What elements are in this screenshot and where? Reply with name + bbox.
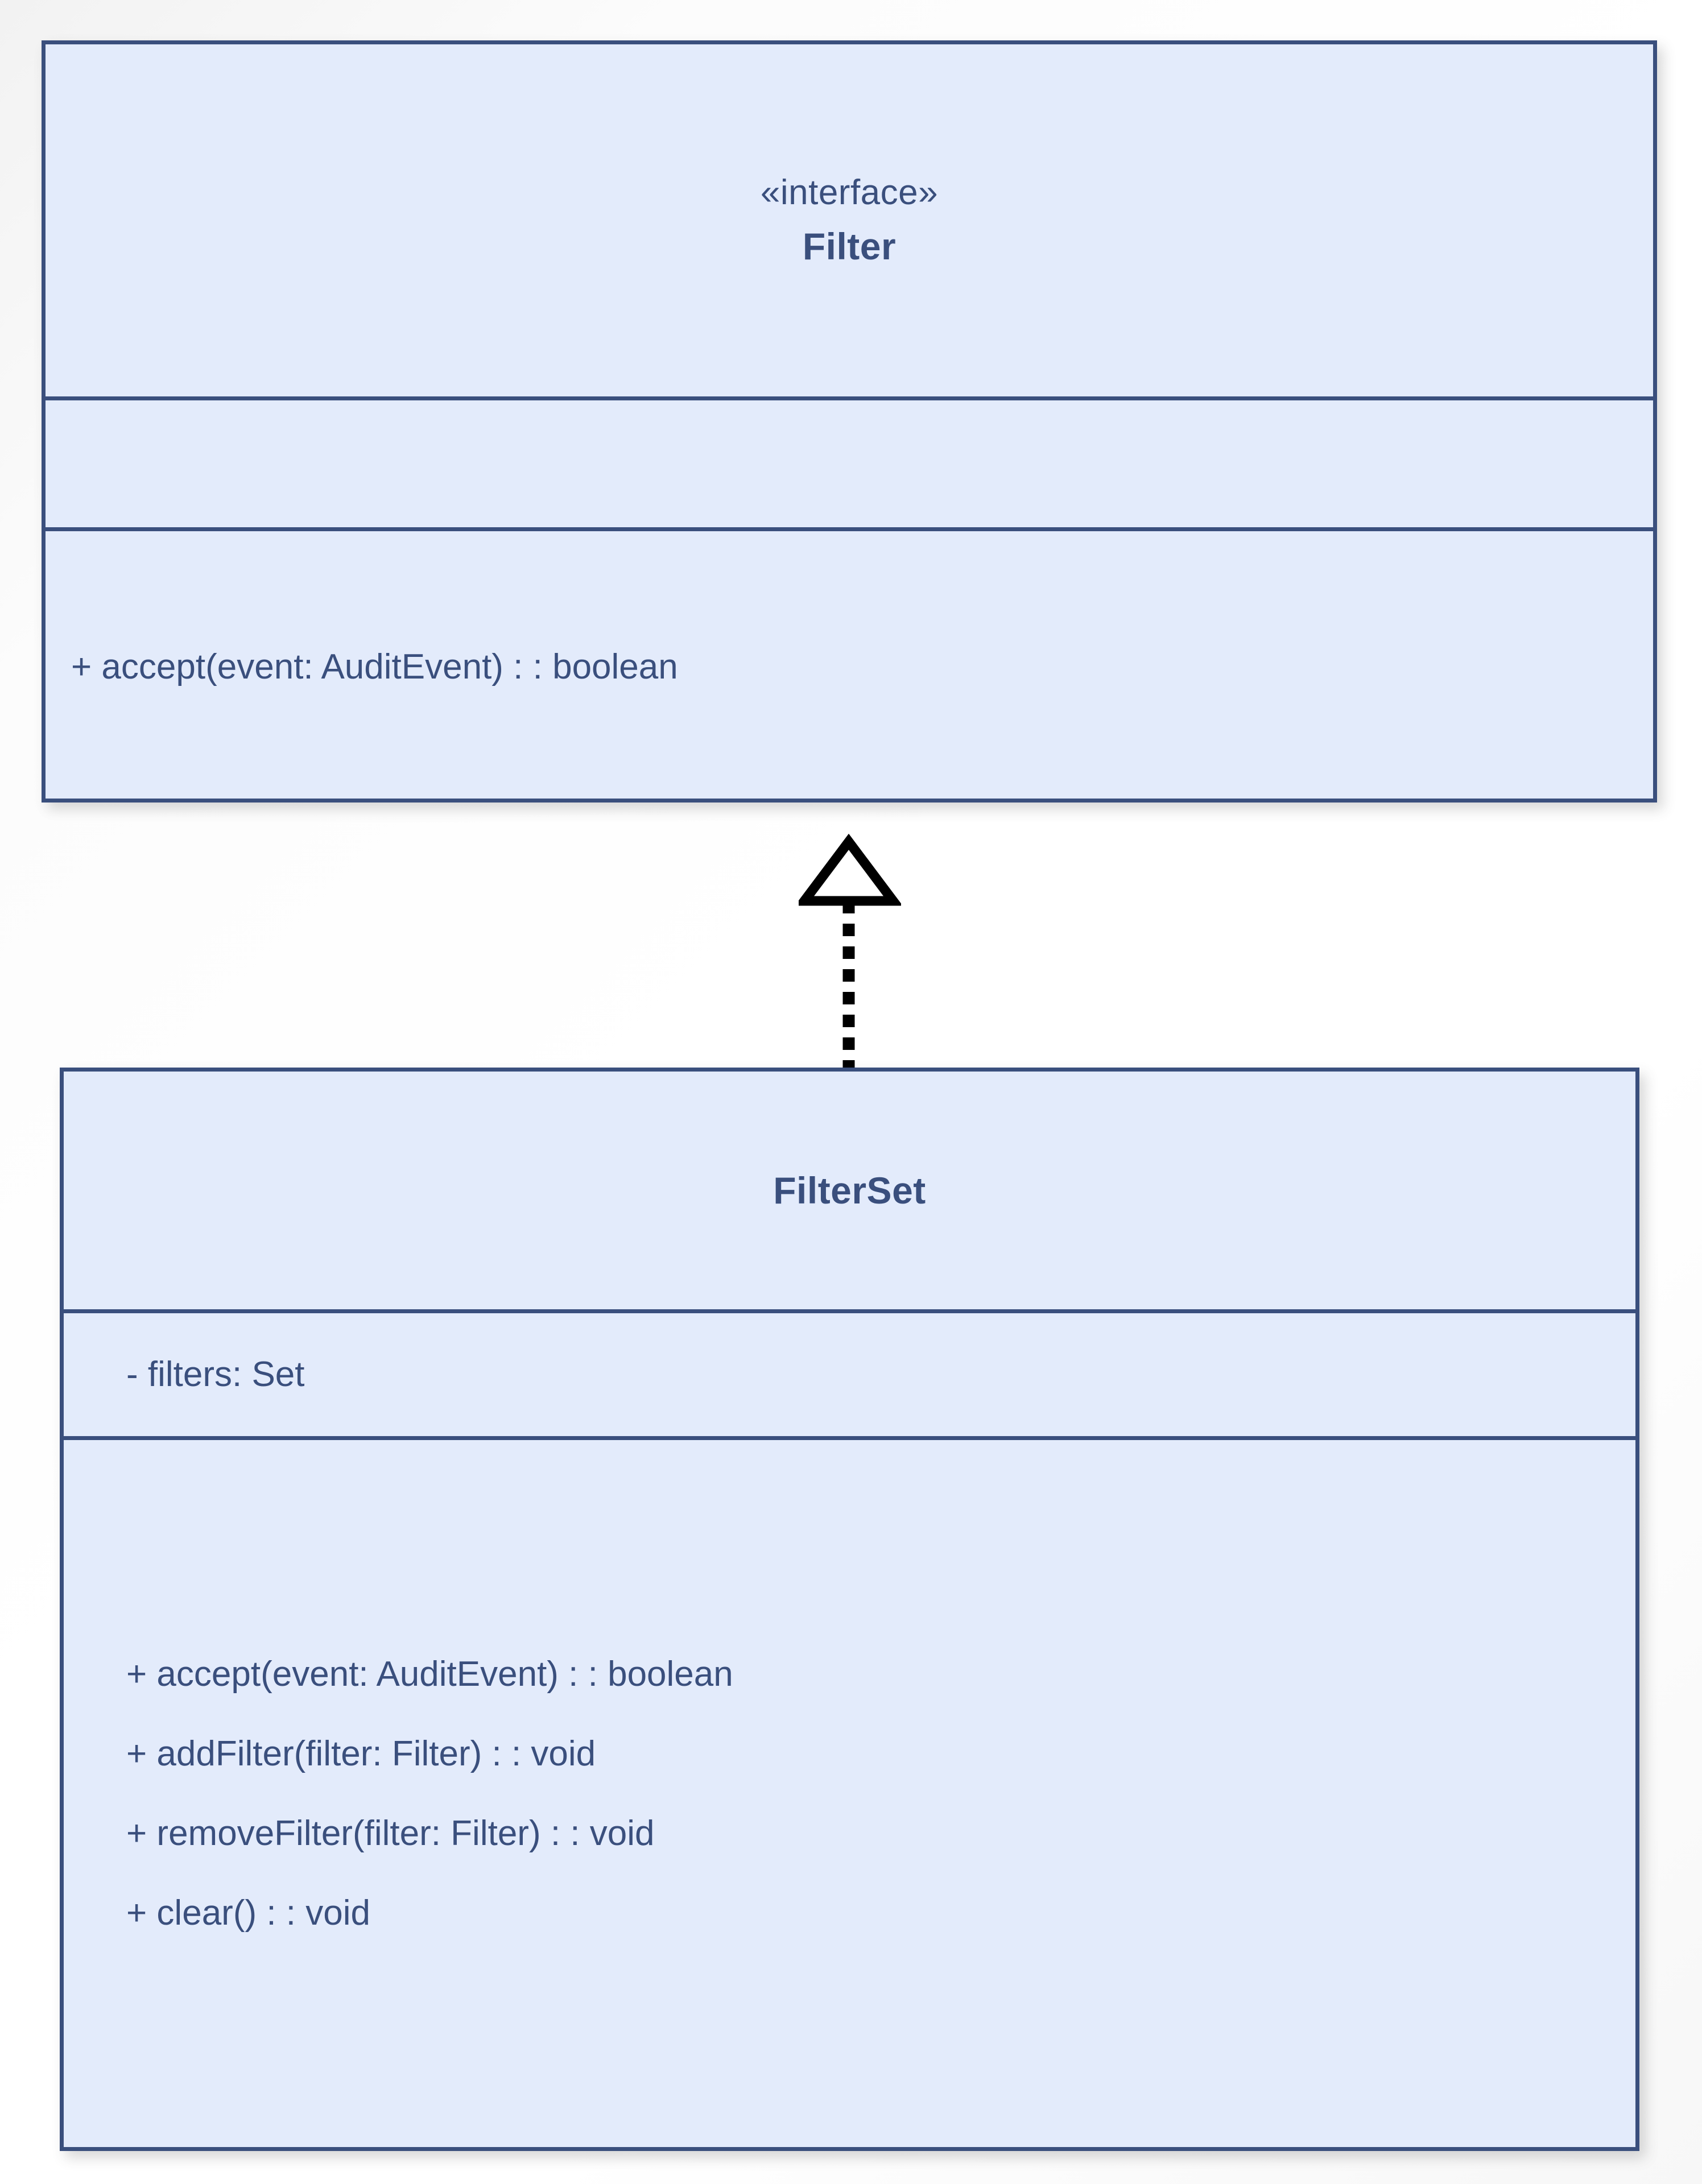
uml-class-filterset[interactable]: FilterSet - filters: Set + accept(event:…: [60, 1068, 1639, 2151]
class-name: FilterSet: [773, 1169, 926, 1211]
operation-item: + accept(event: AuditEvent) : : boolean: [126, 1654, 733, 1694]
operation-list: + accept(event: AuditEvent) : : boolean …: [64, 1635, 1635, 1953]
uml-class-filter[interactable]: «interface» Filter + accept(event: Audit…: [42, 40, 1657, 803]
operation-item: + clear() : : void: [126, 1893, 370, 1933]
operation-item: + addFilter(filter: Filter) : : void: [126, 1734, 596, 1773]
class-header-filterset: FilterSet: [64, 1072, 1635, 1309]
attribute-item: - filters: Set: [126, 1355, 305, 1394]
class-attributes-filterset: - filters: Set: [64, 1309, 1635, 1436]
class-attributes-filter: [46, 396, 1653, 527]
operation-item: + accept(event: AuditEvent) : : boolean: [71, 647, 678, 686]
class-operations-filterset: + accept(event: AuditEvent) : : boolean …: [64, 1436, 1635, 2147]
operation-list: + accept(event: AuditEvent) : : boolean: [46, 647, 1653, 686]
class-header-filter: «interface» Filter: [46, 44, 1653, 396]
hollow-triangle-arrowhead: [799, 834, 901, 906]
class-stereotype: «interface»: [760, 172, 939, 212]
operation-item: + removeFilter(filter: Filter) : : void: [126, 1813, 655, 1853]
class-name: Filter: [802, 225, 897, 267]
attribute-list: - filters: Set: [64, 1357, 1635, 1392]
class-operations-filter: + accept(event: AuditEvent) : : boolean: [46, 527, 1653, 803]
realization-connector: [799, 834, 901, 1070]
